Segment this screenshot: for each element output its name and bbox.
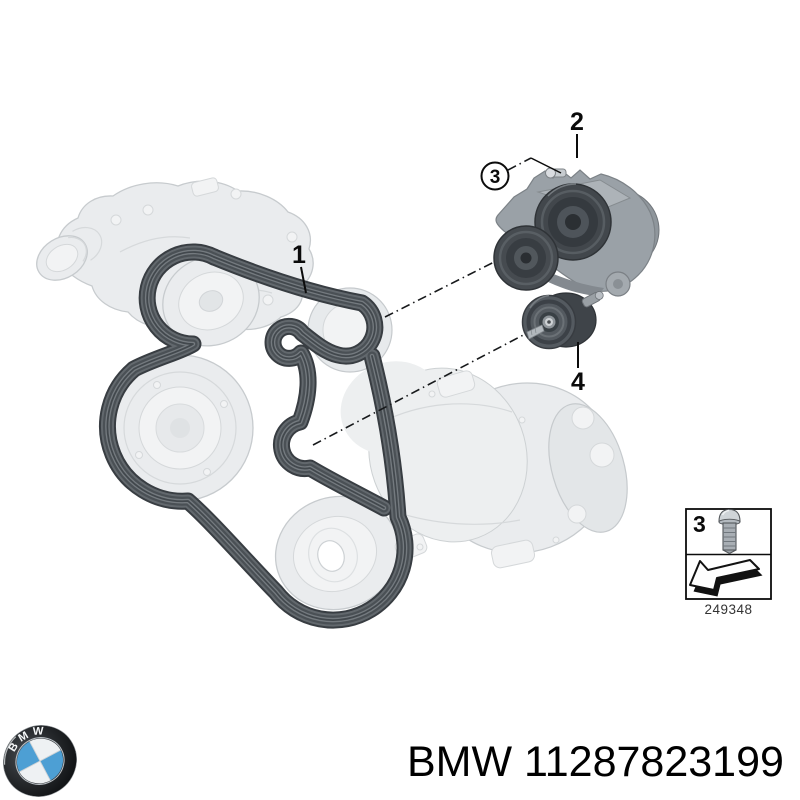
legend-reference-number: 249348 [704,602,752,617]
bmw-roundel-quarters [16,738,64,784]
part-number-title: BMW 11287823199 [407,738,784,786]
callout-3: 3 [480,157,562,191]
crank-pulley-drawing [274,495,400,611]
callout-4-label: 4 [571,368,585,396]
callout-2: 2 [570,108,584,158]
tensioner-pulley-large [534,183,612,261]
belt-tensioner-drawing [493,167,660,297]
install-direction-arrow-icon [689,559,763,597]
water-pump-pulley-drawing [162,255,260,347]
idler-axis-line [312,330,532,446]
callout-3-label: 3 [490,167,501,188]
tensioner-axis-line [384,253,511,318]
idler-pulley-drawing [521,291,604,350]
legend-box: 3 249348 [685,508,772,617]
callout-4: 4 [571,342,585,396]
hose-fitting-snout [36,226,103,281]
callout-3-circle [480,161,510,191]
bolt-icon [718,508,741,555]
callout-1: 1 [292,241,307,294]
tensioner-mounting-bolt [545,167,567,179]
callout-1-label: 1 [292,241,306,269]
legend-item-number: 3 [693,511,706,537]
crankshaft-damper-pulley-drawing [106,354,254,502]
bmw-roundel-logo: BMW [3,719,77,797]
callout-2-label: 2 [570,108,584,136]
tensioner-pulley-small [493,225,559,291]
